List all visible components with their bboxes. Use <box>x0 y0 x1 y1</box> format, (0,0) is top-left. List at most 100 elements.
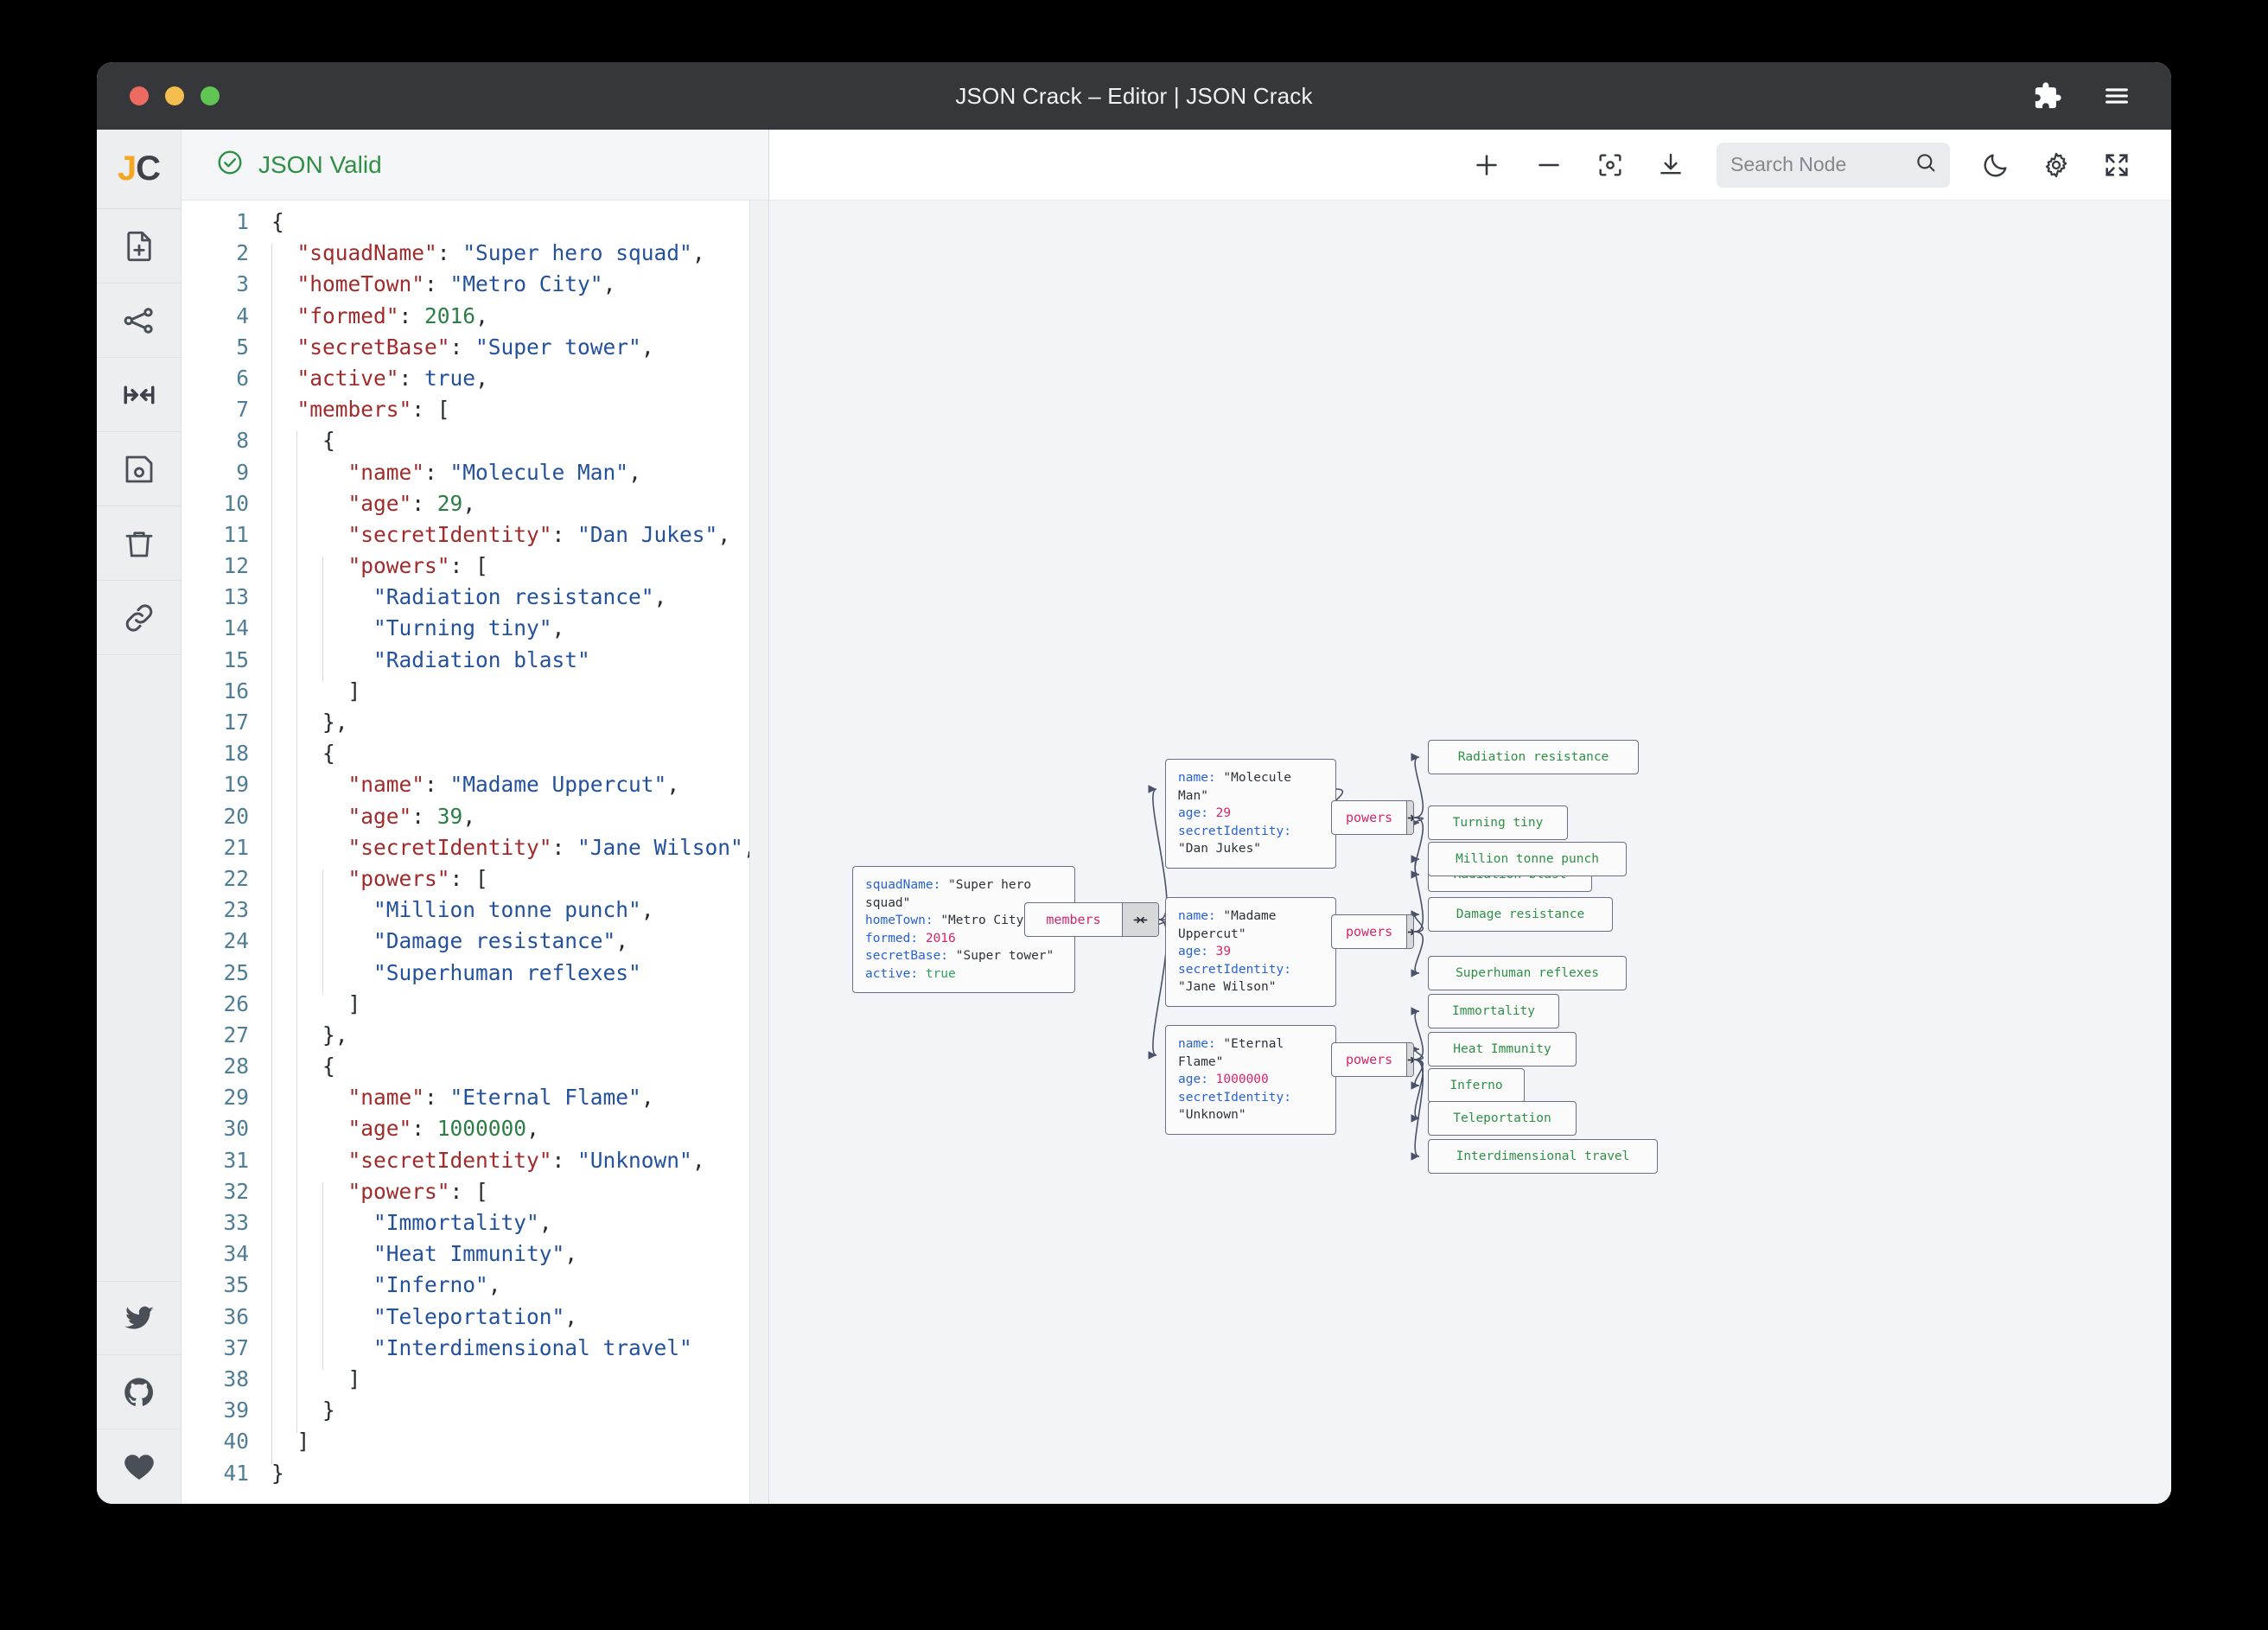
power-leaf-node[interactable]: Heat Immunity <box>1428 1032 1577 1067</box>
node-row: squadName: "Super hero squad" <box>865 876 1062 912</box>
code-line: "secretIdentity": "Jane Wilson", <box>347 834 756 860</box>
code-line: "Inferno", <box>373 1272 501 1298</box>
line-number: 9 <box>236 459 249 485</box>
logo-letter-c: C <box>136 150 161 188</box>
powers-node[interactable]: powers <box>1331 800 1414 835</box>
graph-canvas[interactable]: squadName: "Super hero squad"homeTown: "… <box>769 201 2171 1504</box>
collapse-arrows-icon[interactable] <box>1406 915 1413 948</box>
code-content[interactable]: { "squadName": "Super hero squad", "home… <box>261 207 768 1489</box>
delete-trash-icon[interactable] <box>97 506 182 581</box>
fullscreen-icon[interactable] <box>2102 150 2131 180</box>
power-leaf-node[interactable]: Inferno <box>1428 1068 1525 1103</box>
graph-edge <box>1148 785 1168 920</box>
powers-node[interactable]: powers <box>1331 1042 1414 1077</box>
power-leaf-node[interactable]: Radiation resistance <box>1428 740 1639 774</box>
code-line: "secretIdentity": "Dan Jukes", <box>347 521 731 547</box>
graph-edge <box>1411 1059 1424 1161</box>
node-value: 39 <box>1215 945 1232 958</box>
plus-icon[interactable] <box>1471 150 1502 181</box>
link-icon[interactable] <box>97 581 182 655</box>
node-row: name: "Madame Uppercut" <box>1178 907 1323 943</box>
line-number: 38 <box>223 1366 249 1391</box>
code-line: } <box>271 1460 284 1486</box>
collapse-arrows-icon[interactable] <box>1406 801 1413 834</box>
graph-edge <box>1411 1007 1424 1060</box>
close-window-button[interactable] <box>130 86 149 105</box>
line-number: 32 <box>223 1178 249 1204</box>
power-leaf-node[interactable]: Superhuman reflexes <box>1428 956 1627 990</box>
jsoncrack-logo[interactable]: JC <box>97 130 182 209</box>
share-graph-icon[interactable] <box>97 283 182 358</box>
line-number: 11 <box>223 521 249 547</box>
code-line: "powers": [ <box>347 553 488 579</box>
node-row: homeTown: "Metro City" <box>865 912 1062 930</box>
puzzle-extension-icon[interactable] <box>2033 81 2062 111</box>
node-value: 2016 <box>925 931 956 946</box>
power-leaf-node[interactable]: Million tonne punch <box>1428 842 1627 876</box>
power-leaf-node[interactable]: Turning tiny <box>1428 805 1568 840</box>
indent-guide <box>271 244 272 1464</box>
hamburger-menu-icon[interactable] <box>2102 81 2131 111</box>
node-key: secretIdentity: <box>1178 962 1291 977</box>
graph-edge <box>1148 919 1168 1060</box>
code-line: ] <box>271 990 361 1016</box>
line-number: 5 <box>236 334 249 360</box>
github-icon[interactable] <box>97 1355 182 1429</box>
node-value: "Jane Wilson" <box>1178 980 1277 994</box>
powers-node[interactable]: powers <box>1331 914 1414 949</box>
code-line: "age": 29, <box>347 490 476 516</box>
node-value: 29 <box>1215 806 1232 820</box>
save-icon[interactable] <box>97 432 182 506</box>
collapse-horizontal-icon[interactable] <box>97 358 182 432</box>
maximize-window-button[interactable] <box>201 86 220 105</box>
code-line: "Interdimensional travel" <box>373 1334 692 1360</box>
search-icon[interactable] <box>1914 150 1938 179</box>
minus-icon[interactable] <box>1533 150 1564 181</box>
node-row: formed: 2016 <box>865 930 1062 948</box>
code-line: "Turning tiny", <box>373 615 565 641</box>
line-number: 21 <box>223 834 249 860</box>
root-node[interactable]: squadName: "Super hero squad"homeTown: "… <box>852 866 1075 993</box>
search-node-box[interactable] <box>1717 142 1950 188</box>
line-number: 6 <box>236 365 249 391</box>
code-line: } <box>271 1398 335 1423</box>
graph-edge <box>1411 1045 1424 1060</box>
search-input[interactable] <box>1730 153 1907 176</box>
line-number: 24 <box>223 928 249 954</box>
center-focus-icon[interactable] <box>1596 150 1625 180</box>
power-leaf-node[interactable]: Interdimensional travel <box>1428 1139 1658 1174</box>
code-line: "members": [ <box>296 397 450 423</box>
power-leaf-node[interactable]: Damage resistance <box>1428 897 1613 932</box>
members-node[interactable]: members <box>1024 902 1159 937</box>
code-line: "active": true, <box>296 365 488 391</box>
moon-icon[interactable] <box>1981 150 2010 180</box>
power-leaf-node[interactable]: Teleportation <box>1428 1101 1577 1136</box>
node-key: name: <box>1178 1037 1224 1051</box>
node-label: powers <box>1346 810 1393 825</box>
editor-vertical-scrollbar[interactable] <box>749 201 768 1504</box>
collapse-arrows-icon[interactable] <box>1122 903 1158 936</box>
node-row: age: 39 <box>1178 943 1323 961</box>
download-icon[interactable] <box>1656 150 1685 180</box>
power-leaf-node[interactable]: Immortality <box>1428 994 1559 1028</box>
graph-edge <box>1411 855 1424 933</box>
minimize-window-button[interactable] <box>165 86 184 105</box>
graph-edge <box>1411 931 1424 977</box>
code-line: "Teleportation", <box>373 1303 578 1329</box>
line-number: 15 <box>223 646 249 672</box>
heart-icon[interactable] <box>97 1429 182 1504</box>
line-number: 39 <box>223 1398 249 1423</box>
node-key: name: <box>1178 771 1224 785</box>
gear-icon[interactable] <box>2042 150 2071 180</box>
code-line: { <box>271 741 335 767</box>
json-valid-label: JSON Valid <box>258 150 382 178</box>
node-value: "Metro City" <box>940 914 1032 927</box>
collapse-arrows-icon[interactable] <box>1406 1043 1413 1076</box>
line-number: 22 <box>223 865 249 891</box>
twitter-icon[interactable] <box>97 1281 182 1355</box>
new-file-icon[interactable] <box>97 209 182 283</box>
